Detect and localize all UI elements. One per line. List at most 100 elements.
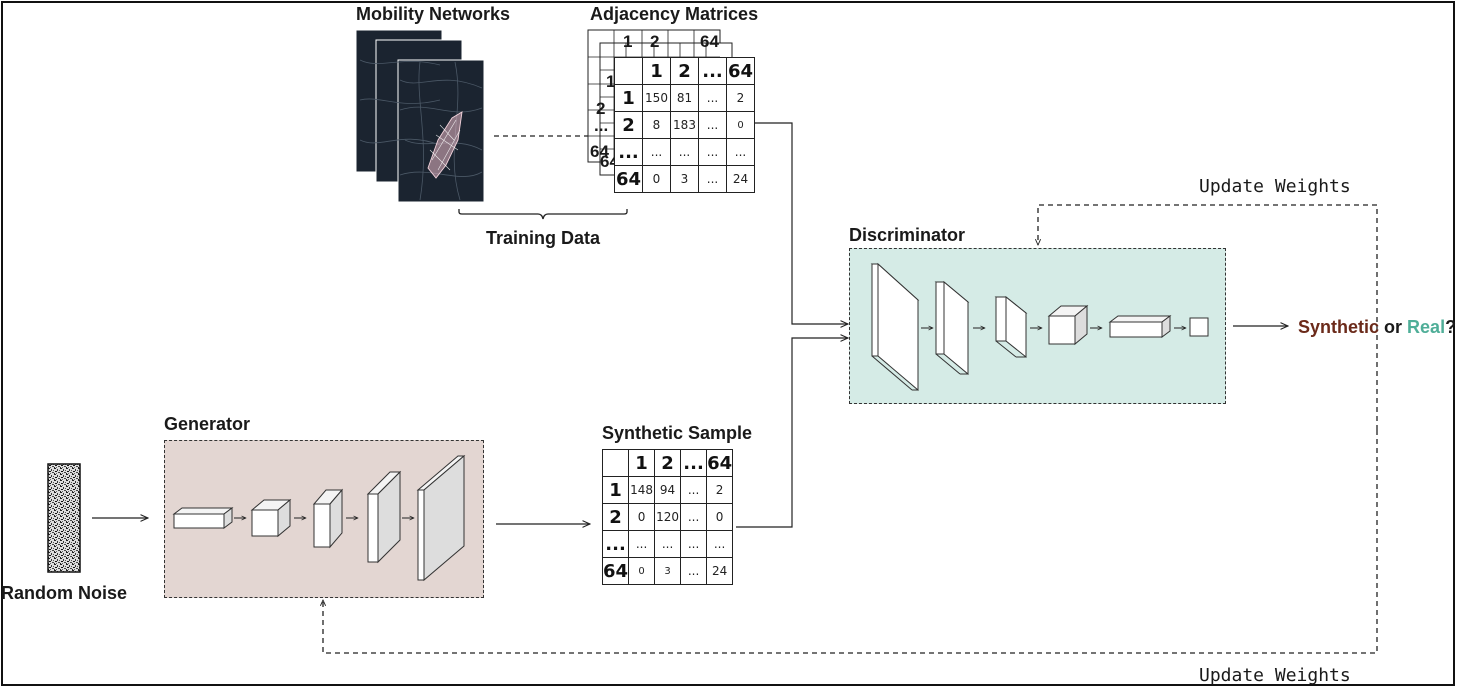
matrix-row-header: 1 bbox=[614, 84, 643, 112]
matrix-row-header: 2 bbox=[601, 503, 630, 531]
generator-layer-1-block-icon bbox=[172, 507, 234, 529]
back-header-2: 2 bbox=[650, 32, 660, 51]
matrix-cell: 0 bbox=[642, 165, 671, 193]
matrix-cell: 2 bbox=[726, 84, 755, 112]
generator-layer-3-block-icon bbox=[312, 488, 344, 549]
matrix-cell: ... bbox=[680, 557, 708, 585]
discriminator-layer-3-block-icon bbox=[994, 295, 1028, 359]
discriminator-label: Discriminator bbox=[849, 225, 966, 245]
or-word: or bbox=[1379, 317, 1408, 337]
matrix-cell: 2 bbox=[706, 476, 734, 504]
adjacency-matrix-row: 64 0 3 ... 24 bbox=[614, 165, 755, 193]
synthetic-to-discriminator-arrow bbox=[736, 338, 848, 528]
matrix-cell: ... bbox=[698, 84, 727, 112]
matrix-header-cell: 2 bbox=[654, 449, 682, 477]
matrix-cell: 3 bbox=[654, 557, 682, 585]
matrix-header-cell: ... bbox=[680, 449, 708, 477]
matrix-header-cell: 64 bbox=[726, 57, 755, 85]
discriminator-layers bbox=[870, 262, 1209, 392]
matrix-cell: 3 bbox=[670, 165, 699, 193]
discriminator-output-block-icon bbox=[1189, 317, 1209, 337]
training-data-brace bbox=[458, 209, 628, 220]
matrix-cell: ... bbox=[706, 530, 734, 558]
training-data-label: Training Data bbox=[486, 228, 601, 248]
back-row-ellipsis: ... bbox=[594, 116, 609, 135]
back-row-1: 1 bbox=[606, 72, 616, 91]
matrix-cell: 120 bbox=[654, 503, 682, 531]
matrix-row-header: 64 bbox=[601, 557, 630, 585]
adjacency-matrix-table: 1 2 ... 64 1 150 81 ... 2 2 8 183 ... 0 … bbox=[614, 57, 755, 193]
adjacency-matrix-row: 1 150 81 ... 2 bbox=[614, 84, 755, 112]
synthetic-word: Synthetic bbox=[1298, 317, 1380, 337]
update-weights-top-label: Update Weights bbox=[1199, 176, 1351, 197]
matrix-header-cell: 64 bbox=[706, 449, 734, 477]
synthetic-matrix-row: 1 148 94 ... 2 bbox=[601, 476, 734, 504]
synthetic-matrix-header-row: 1 2 ... 64 bbox=[601, 449, 734, 477]
matrix-cell: 81 bbox=[670, 84, 699, 112]
matrix-header-cell: 1 bbox=[642, 57, 671, 85]
matrix-row-header: ... bbox=[614, 138, 643, 166]
matrix-cell: ... bbox=[642, 138, 671, 166]
back-header-64: 64 bbox=[700, 32, 719, 51]
matrix-cell: 183 bbox=[670, 111, 699, 139]
discriminator-layer-2-block-icon bbox=[934, 280, 970, 376]
synthetic-matrix-row: 64 0 3 ... 24 bbox=[601, 557, 734, 585]
adjacency-matrices-label: Adjacency Matrices bbox=[590, 4, 759, 24]
matrix-cell: 0 bbox=[726, 111, 755, 139]
discriminator-layer-1-block-icon bbox=[870, 262, 920, 392]
matrix-row-header: ... bbox=[601, 530, 630, 558]
generator-layer-2-block-icon bbox=[250, 498, 292, 538]
synthetic-sample-table: 1 2 ... 64 1 148 94 ... 2 2 0 120 ... 0 … bbox=[601, 449, 734, 585]
update-weights-bottom-label: Update Weights bbox=[1199, 665, 1351, 686]
synthetic-matrix-row: ... ... ... ... ... bbox=[601, 530, 734, 558]
matrix-row-header: 64 bbox=[614, 165, 643, 193]
matrix-cell: ... bbox=[654, 530, 682, 558]
matrix-cell: ... bbox=[680, 476, 708, 504]
matrix-cell: ... bbox=[670, 138, 699, 166]
mobility-network-map-icon bbox=[355, 29, 485, 203]
matrix-cell: ... bbox=[680, 530, 708, 558]
matrix-cell: 0 bbox=[706, 503, 734, 531]
matrix-corner-cell bbox=[614, 57, 643, 85]
matrix-header-cell: ... bbox=[698, 57, 727, 85]
adjacency-matrix-header-row: 1 2 ... 64 bbox=[614, 57, 755, 85]
matrix-cell: 24 bbox=[706, 557, 734, 585]
matrix-corner-cell bbox=[601, 449, 630, 477]
matrix-cell: 0 bbox=[628, 557, 656, 585]
generator-layer-4-block-icon bbox=[366, 470, 402, 564]
back-row-2: 2 bbox=[596, 99, 606, 118]
matrix-cell: ... bbox=[698, 111, 727, 139]
discriminator-layer-4-block-icon bbox=[1047, 304, 1089, 346]
generator-layer-5-block-icon bbox=[416, 454, 466, 582]
matrix-row-header: 1 bbox=[601, 476, 630, 504]
question-mark: ? bbox=[1445, 317, 1457, 337]
matrix-cell: 148 bbox=[628, 476, 656, 504]
mobility-networks-label: Mobility Networks bbox=[356, 4, 511, 24]
matrix-header-cell: 2 bbox=[670, 57, 699, 85]
matrix-cell: 0 bbox=[628, 503, 656, 531]
real-to-discriminator-arrow bbox=[748, 122, 848, 324]
discriminator-update-loop bbox=[1038, 204, 1378, 430]
matrix-cell: 8 bbox=[642, 111, 671, 139]
matrix-cell: 24 bbox=[726, 165, 755, 193]
matrix-cell: ... bbox=[680, 503, 708, 531]
matrix-cell: 150 bbox=[642, 84, 671, 112]
generator-update-loop bbox=[323, 430, 1378, 654]
synthetic-sample-label: Synthetic Sample bbox=[602, 423, 753, 443]
matrix-cell: ... bbox=[726, 138, 755, 166]
back-header-1: 1 bbox=[623, 32, 633, 51]
matrix-row-header: 2 bbox=[614, 111, 643, 139]
matrix-cell: ... bbox=[698, 138, 727, 166]
matrix-header-cell: 1 bbox=[628, 449, 656, 477]
back-row-64: 64 bbox=[590, 142, 609, 161]
discriminator-layer-5-block-icon bbox=[1108, 315, 1172, 338]
adjacency-matrix-row: 2 8 183 ... 0 bbox=[614, 111, 755, 139]
discriminator-result-text: Synthetic or Real? bbox=[1298, 318, 1456, 336]
synthetic-matrix-row: 2 0 120 ... 0 bbox=[601, 503, 734, 531]
generator-label: Generator bbox=[164, 414, 251, 434]
generator-layers bbox=[172, 454, 466, 582]
matrix-cell: ... bbox=[628, 530, 656, 558]
matrix-cell: 94 bbox=[654, 476, 682, 504]
